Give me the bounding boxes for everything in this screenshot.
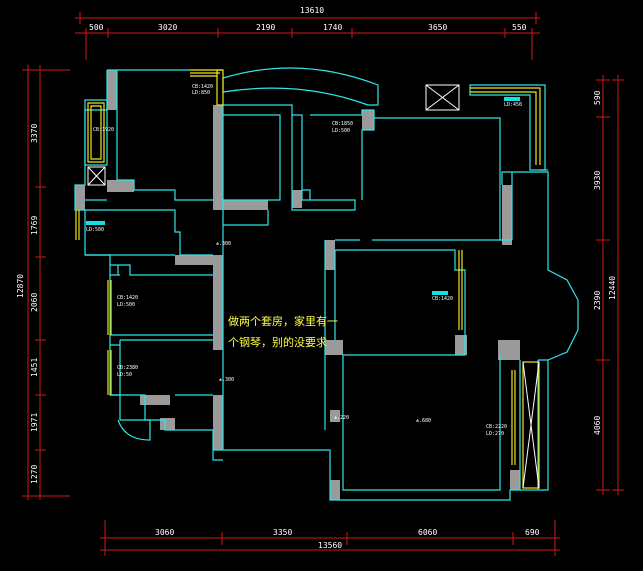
dim-left-5: 1971 <box>30 413 39 432</box>
dim-right-4: 4060 <box>593 416 602 435</box>
tag-18: ±.680 <box>416 418 431 424</box>
tag-3: CB:1920 <box>93 127 114 133</box>
tag-10: CB:2380 <box>117 365 138 371</box>
tag-12: CB:1420 <box>432 296 453 302</box>
windows <box>75 69 541 489</box>
dim-top-1: 500 <box>89 23 104 32</box>
tag-9: LD:500 <box>117 302 135 308</box>
dim-top-3: 2190 <box>256 23 275 32</box>
dim-right-3: 2390 <box>593 291 602 310</box>
dim-bottom-total: 13560 <box>318 541 342 550</box>
dim-bottom-4: 690 <box>525 528 540 537</box>
dimension-lines <box>22 12 624 556</box>
dim-top-2: 3020 <box>158 23 177 32</box>
dim-left-1: 3370 <box>30 124 39 143</box>
label-markers <box>86 97 520 295</box>
dim-right-1: 590 <box>593 90 602 105</box>
tag-2: LD:850 <box>192 90 210 96</box>
shaft-boxes <box>87 84 540 489</box>
dim-top-total: 13610 <box>300 6 324 15</box>
tag-16: ±.300 <box>219 377 234 383</box>
tag-7: LD:500 <box>86 227 104 233</box>
dim-left-3: 2060 <box>30 293 39 312</box>
dim-right-2: 3930 <box>593 171 602 190</box>
wall-outlines <box>74 67 579 501</box>
dim-left-2: 1769 <box>30 216 39 235</box>
tag-4: CB:1850 <box>332 121 353 127</box>
dim-bottom-2: 3350 <box>273 528 292 537</box>
dim-right-total: 12440 <box>608 276 617 300</box>
dim-top-5: 3650 <box>428 23 447 32</box>
dim-bottom-1: 3060 <box>155 528 174 537</box>
tag-17: ±.220 <box>334 415 349 421</box>
dim-top-6: 550 <box>512 23 527 32</box>
tag-13: CB:2220 <box>486 424 507 430</box>
dim-left-total: 12870 <box>16 274 25 298</box>
note-line-2: 个钢琴，别的没要求 <box>228 335 327 349</box>
dim-top-4: 1740 <box>323 23 342 32</box>
wall-fills <box>75 70 520 500</box>
tag-11: LD:50 <box>117 372 132 378</box>
dim-left-6: 1270 <box>30 465 39 484</box>
dim-bottom-3: 6060 <box>418 528 437 537</box>
tag-5: LD:500 <box>332 128 350 134</box>
dim-left-4: 1451 <box>30 358 39 377</box>
tag-14: LD:270 <box>486 431 504 437</box>
tag-8: CB:1420 <box>117 295 138 301</box>
note-line-1: 做两个套房，家里有一 <box>228 314 338 328</box>
tag-1: CB:1420 <box>192 84 213 90</box>
tag-15: ±.300 <box>216 241 231 247</box>
tag-6: LD:450 <box>504 102 522 108</box>
